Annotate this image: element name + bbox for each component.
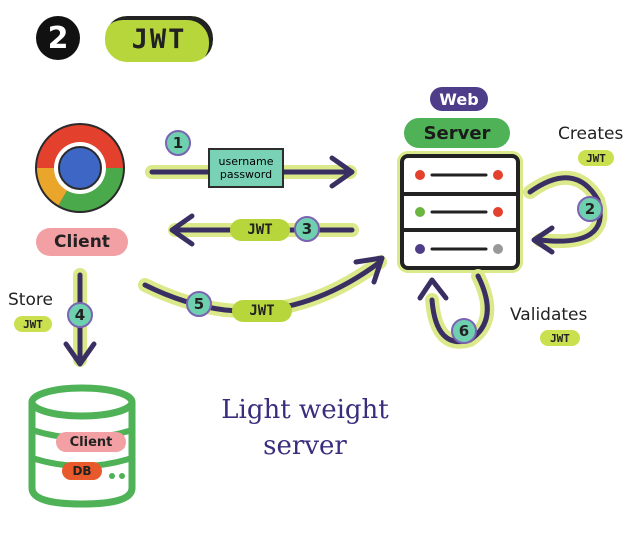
caption-line-2: server [263,431,347,461]
jwt-tag-response: JWT [230,219,290,241]
step-badge-3: 3 [294,216,320,242]
step-badge-1: 1 [165,130,191,156]
step-badge-2: 2 [577,196,603,222]
step-badge-4: 4 [67,302,93,328]
step-badge-5: 5 [186,291,212,317]
db-label: DB [62,462,102,480]
browser-icon [35,123,125,213]
web-label: Web [430,87,488,111]
jwt-tag-request: JWT [232,300,292,322]
username-text: username [218,155,274,168]
db-client-label: Client [56,432,126,452]
step-badge-6: 6 [451,318,477,344]
jwt-tag-creates: JWT [578,150,614,166]
section-number-badge: 2 [36,16,80,60]
server-rack-icon [397,151,523,273]
creates-label: Creates [558,124,624,144]
page-title: JWT [103,14,215,64]
password-text: password [219,168,273,181]
validates-label: Validates [510,305,588,325]
caption: Light weight server [200,392,410,464]
client-label: Client [36,228,128,256]
jwt-tag-store: JWT [14,316,52,332]
server-label: Server [404,118,510,148]
jwt-tag-validates: JWT [540,330,580,346]
credentials-box: username password [208,148,284,188]
caption-line-1: Light weight [221,395,389,425]
store-label: Store [8,290,53,310]
